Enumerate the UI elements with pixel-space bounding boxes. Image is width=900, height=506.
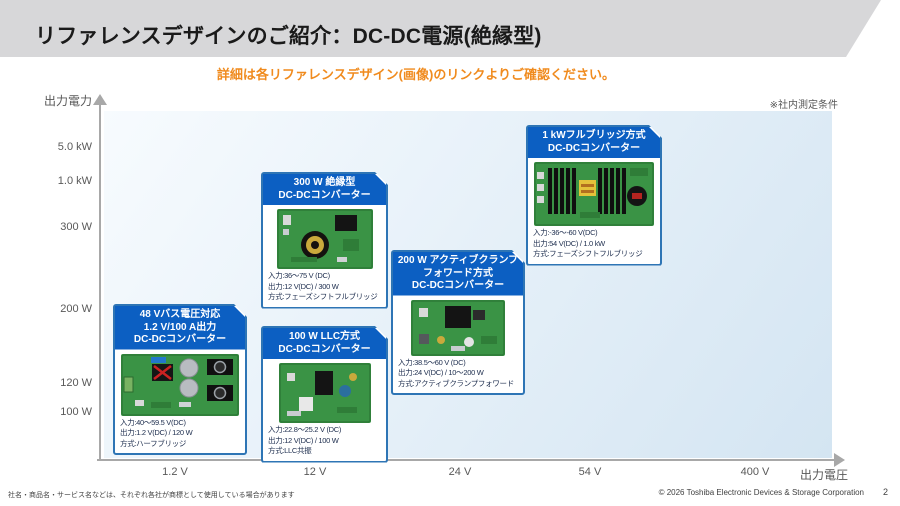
pcb-image-300w-link[interactable]	[277, 209, 373, 269]
x-tick-400v: 400 V	[740, 466, 770, 478]
card-48v-bus-body: 入力:40～59.5 V(DC) 出力:1.2 V(DC) / 120 W 方式…	[115, 350, 245, 454]
pcb-image-1kw-link[interactable]	[534, 162, 654, 226]
card-48v-bus-title: 48 Vバス電圧対応 1.2 V/100 A出力 DC-DCコンバーター	[115, 306, 245, 350]
card-1kw-full-bridge: 1 kWフルブリッジ方式 DC-DCコンバーター	[526, 125, 662, 266]
card-300w-isolated-body: 入力:36～75 V (DC) 出力:12 V(DC) / 300 W 方式:フ…	[263, 205, 386, 307]
y-tick-120w: 120 W	[60, 377, 92, 389]
card-300w-isolated: 300 W 絶縁型 DC-DCコンバーター 入力:36～75 V (DC) 出力…	[261, 172, 388, 309]
y-axis-arrow-icon	[93, 94, 107, 105]
x-tick-12v: 12 V	[303, 466, 327, 478]
page-title: リファレンスデザインのご紹介：DC-DC電源(絶縁型)	[35, 25, 542, 48]
y-axis-title: 出力電力	[44, 94, 93, 108]
header-bar	[0, 0, 881, 57]
card-200w-active-clamp-title: 200 W アクティブクランプ フォワード方式 DC-DCコンバーター	[393, 252, 523, 296]
pcb-image-48v-bus-link[interactable]	[121, 354, 239, 416]
y-tick-100w: 100 W	[60, 406, 92, 418]
x-tick-1-2v: 1.2 V	[162, 466, 188, 478]
card-1kw-full-bridge-title: 1 kWフルブリッジ方式 DC-DCコンバーター	[528, 127, 660, 158]
card-100w-llc: 100 W LLC方式 DC-DCコンバーター 入力:22.8～25.2 V (…	[261, 326, 388, 463]
y-tick-5kw: 5.0 kW	[57, 141, 92, 153]
subtitle-link-note: 詳細は各リファレンスデザイン(画像)のリンクよりご確認ください。	[216, 67, 616, 82]
x-axis-line	[97, 459, 835, 461]
card-200w-active-clamp: 200 W アクティブクランプ フォワード方式 DC-DCコンバーター 入力:3…	[391, 250, 525, 395]
card-100w-llc-body: 入力:22.8～25.2 V (DC) 出力:12 V(DC) / 100 W …	[263, 359, 386, 461]
page-number: 2	[882, 487, 888, 497]
y-tick-200w: 200 W	[60, 303, 92, 315]
pcb-image-200w-link[interactable]	[411, 300, 505, 356]
card-48v-bus: 48 Vバス電圧対応 1.2 V/100 A出力 DC-DCコンバーター	[113, 304, 247, 455]
card-48v-bus-specs: 入力:40～59.5 V(DC) 出力:1.2 V(DC) / 120 W 方式…	[120, 417, 193, 448]
measurement-note: ※社内測定条件	[769, 100, 838, 111]
card-300w-isolated-title: 300 W 絶縁型 DC-DCコンバーター	[263, 174, 386, 205]
x-tick-24v: 24 V	[448, 466, 472, 478]
card-200w-active-clamp-body: 入力:38.5～60 V (DC) 出力:24 V(DC) / 10～200 W…	[393, 296, 523, 394]
x-axis-arrow-icon	[834, 453, 845, 467]
card-100w-llc-specs: 入力:22.8～25.2 V (DC) 出力:12 V(DC) / 100 W …	[268, 425, 342, 455]
x-tick-54v: 54 V	[578, 466, 602, 478]
x-axis-title: 出力電圧	[800, 468, 849, 482]
y-tick-300w: 300 W	[60, 221, 92, 233]
y-tick-1kw: 1.0 kW	[57, 175, 92, 187]
copyright: © 2026 Toshiba Electronic Devices & Stor…	[658, 488, 864, 497]
y-axis-line	[99, 104, 101, 460]
card-300w-isolated-specs: 入力:36～75 V (DC) 出力:12 V(DC) / 300 W 方式:フ…	[268, 271, 378, 301]
card-100w-llc-title: 100 W LLC方式 DC-DCコンバーター	[263, 328, 386, 359]
card-1kw-full-bridge-body: 入力:-36～-60 V(DC) 出力:54 V(DC) / 1.0 kW 方式…	[528, 158, 660, 264]
card-200w-active-clamp-specs: 入力:38.5～60 V (DC) 出力:24 V(DC) / 10～200 W…	[398, 357, 514, 388]
pcb-image-100w-link[interactable]	[279, 363, 371, 423]
trademark-disclaimer: 社名・商品名・サービス名などは、それぞれ各社が商標として使用している場合がありま…	[8, 492, 295, 499]
card-1kw-full-bridge-specs: 入力:-36～-60 V(DC) 出力:54 V(DC) / 1.0 kW 方式…	[533, 228, 643, 258]
